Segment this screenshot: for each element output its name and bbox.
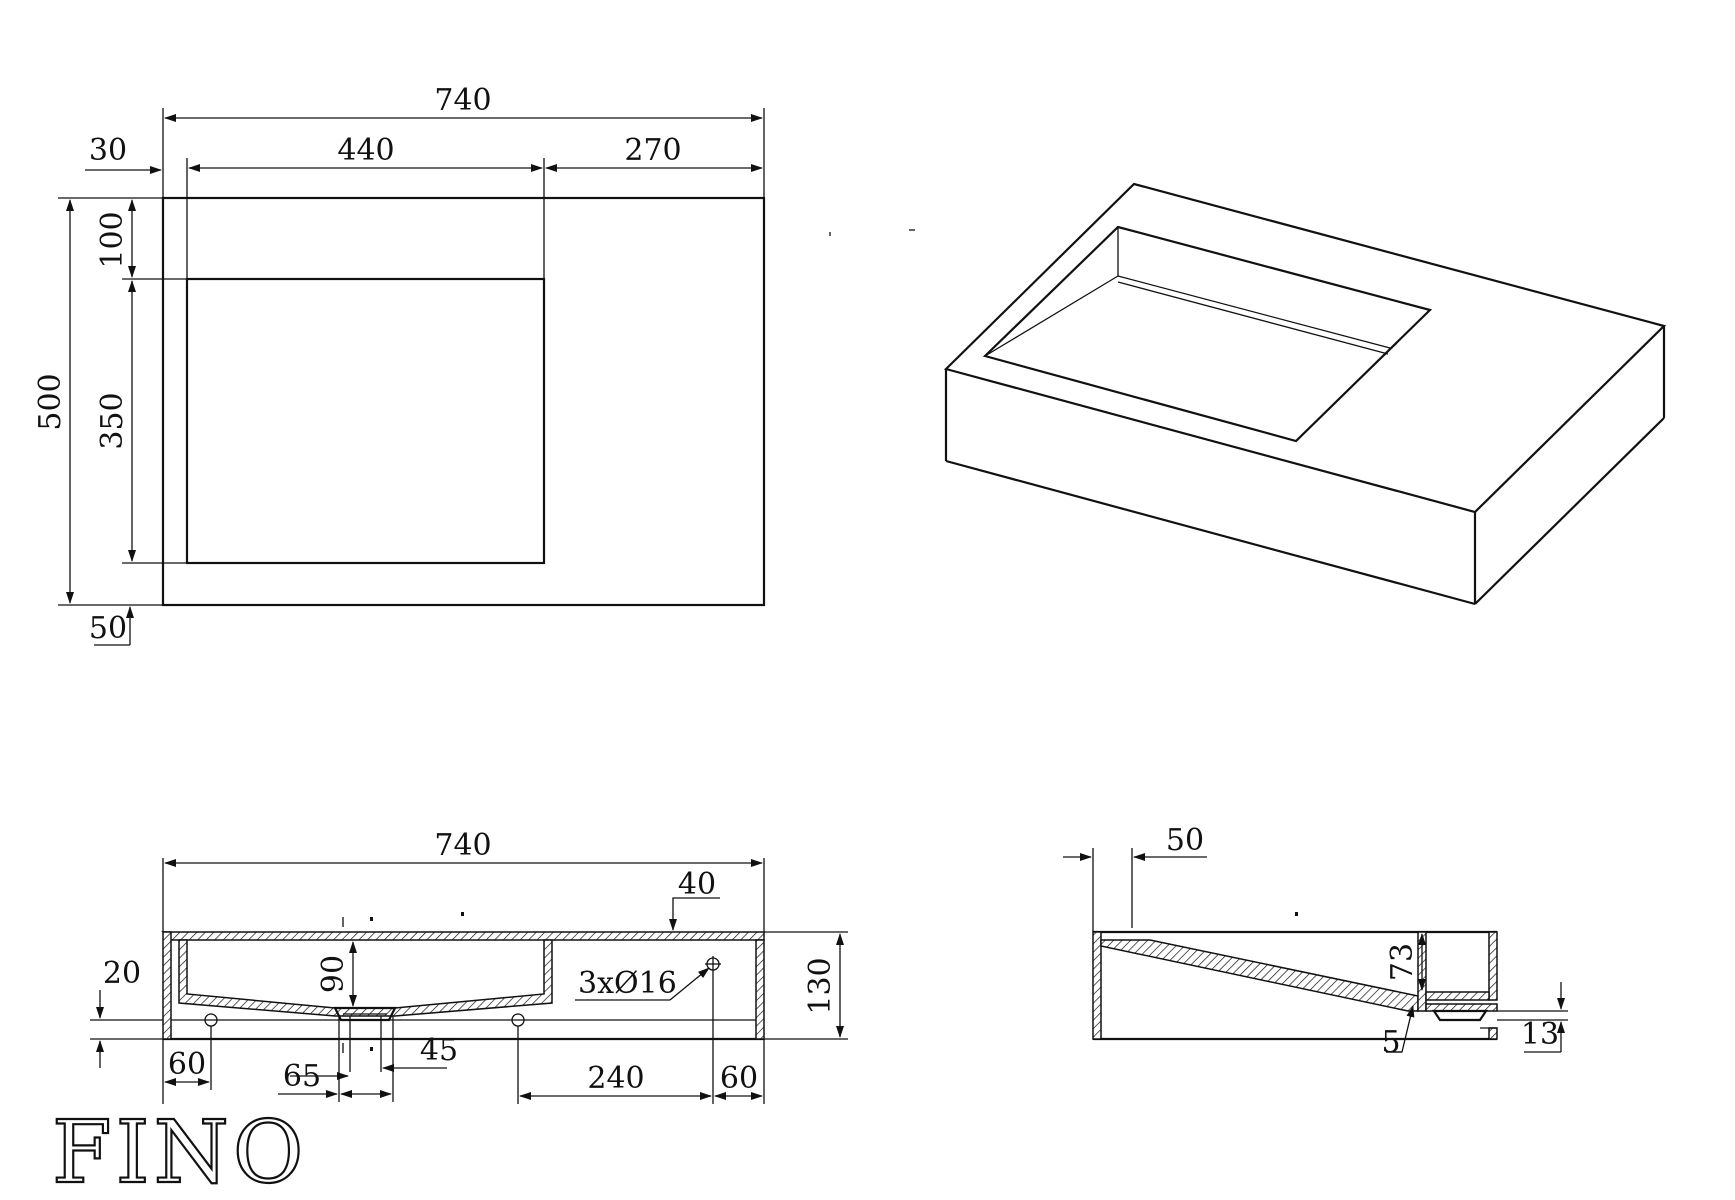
dim-front-right-hole-offset: 60 [720,1061,758,1096]
dim-leader-front-holes [669,967,710,1001]
dim-leader-side-slope-offset [1386,1005,1415,1053]
front-section: 740 40 20 90 130 3xØ16 60 65 45 240 [90,828,848,1104]
iso-front-bottom-edge [945,459,1476,606]
isometric-view [829,182,1667,606]
side-section: 50 73 5 13 [1063,823,1568,1060]
iso-top-face [943,182,1667,514]
dim-leader-front-top-thickness [669,897,720,931]
top-view-extension-lines [58,108,765,646]
dim-top-back-margin: 100 [95,211,130,268]
dim-front-basin-depth: 90 [316,955,351,993]
side-section-drain-nut [1431,1009,1489,1022]
top-view-outline [161,196,766,607]
dim-side-channel-height: 73 [1385,943,1420,981]
side-section-channel-right [1488,931,1498,1001]
iso-basin-slope [984,275,1119,357]
dim-front-holes: 3xØ16 [578,966,677,1001]
side-section-slope [1100,939,1419,1012]
dim-front-top-thickness: 40 [678,867,716,902]
front-section-basin-shell [178,939,553,1017]
front-section-extension-lines [90,858,848,1104]
dim-side-front-lip: 50 [1166,823,1204,858]
iso-drain-slot-bottom [1117,281,1389,355]
brand-logo: FINO [51,1102,307,1200]
iso-right-bottom-edge [1474,417,1665,605]
dim-front-hole-spacing: 240 [587,1061,644,1096]
dim-side-slope-offset: 5 [1381,1025,1400,1060]
dim-top-front-margin: 50 [89,611,127,646]
dim-front-drain-offset: 65 [283,1059,321,1094]
dim-top-total-width: 740 [434,83,491,118]
dim-front-bottom-offset: 20 [103,956,141,991]
dim-front-total-width: 740 [434,828,491,863]
top-view-basin [185,277,546,565]
dim-top-left-margin: 30 [89,133,127,168]
dim-top-total-depth: 500 [33,373,68,430]
mark-front-drain-bottom [370,1047,373,1051]
dim-front-left-hole-offset: 60 [168,1047,206,1082]
mark-front-drain-top [370,917,373,921]
front-section-left-wall [162,931,172,1040]
brand-logo-text: FINO [52,1103,307,1200]
dim-side-drain-height: 13 [1521,1017,1559,1052]
mark-front-top [461,912,464,916]
side-section-front-wall [1092,931,1102,1040]
dim-top-basin-depth: 350 [95,392,130,449]
dim-front-total-height: 130 [803,957,838,1014]
front-section-right-wall [755,939,765,1040]
dim-top-right-deck: 270 [624,133,681,168]
dim-front-drain-width: 45 [420,1033,458,1068]
top-view: 740 30 440 270 500 100 350 50 [33,83,766,646]
iso-basin-opening [982,225,1433,443]
side-section-back-foot [1488,1027,1498,1040]
side-section-channel-floor [1425,991,1490,1001]
front-section-top-slab [161,931,765,941]
mark-side-top [1295,912,1298,916]
dim-top-basin-width: 440 [337,133,394,168]
iso-drain-slot-top [1117,275,1391,349]
